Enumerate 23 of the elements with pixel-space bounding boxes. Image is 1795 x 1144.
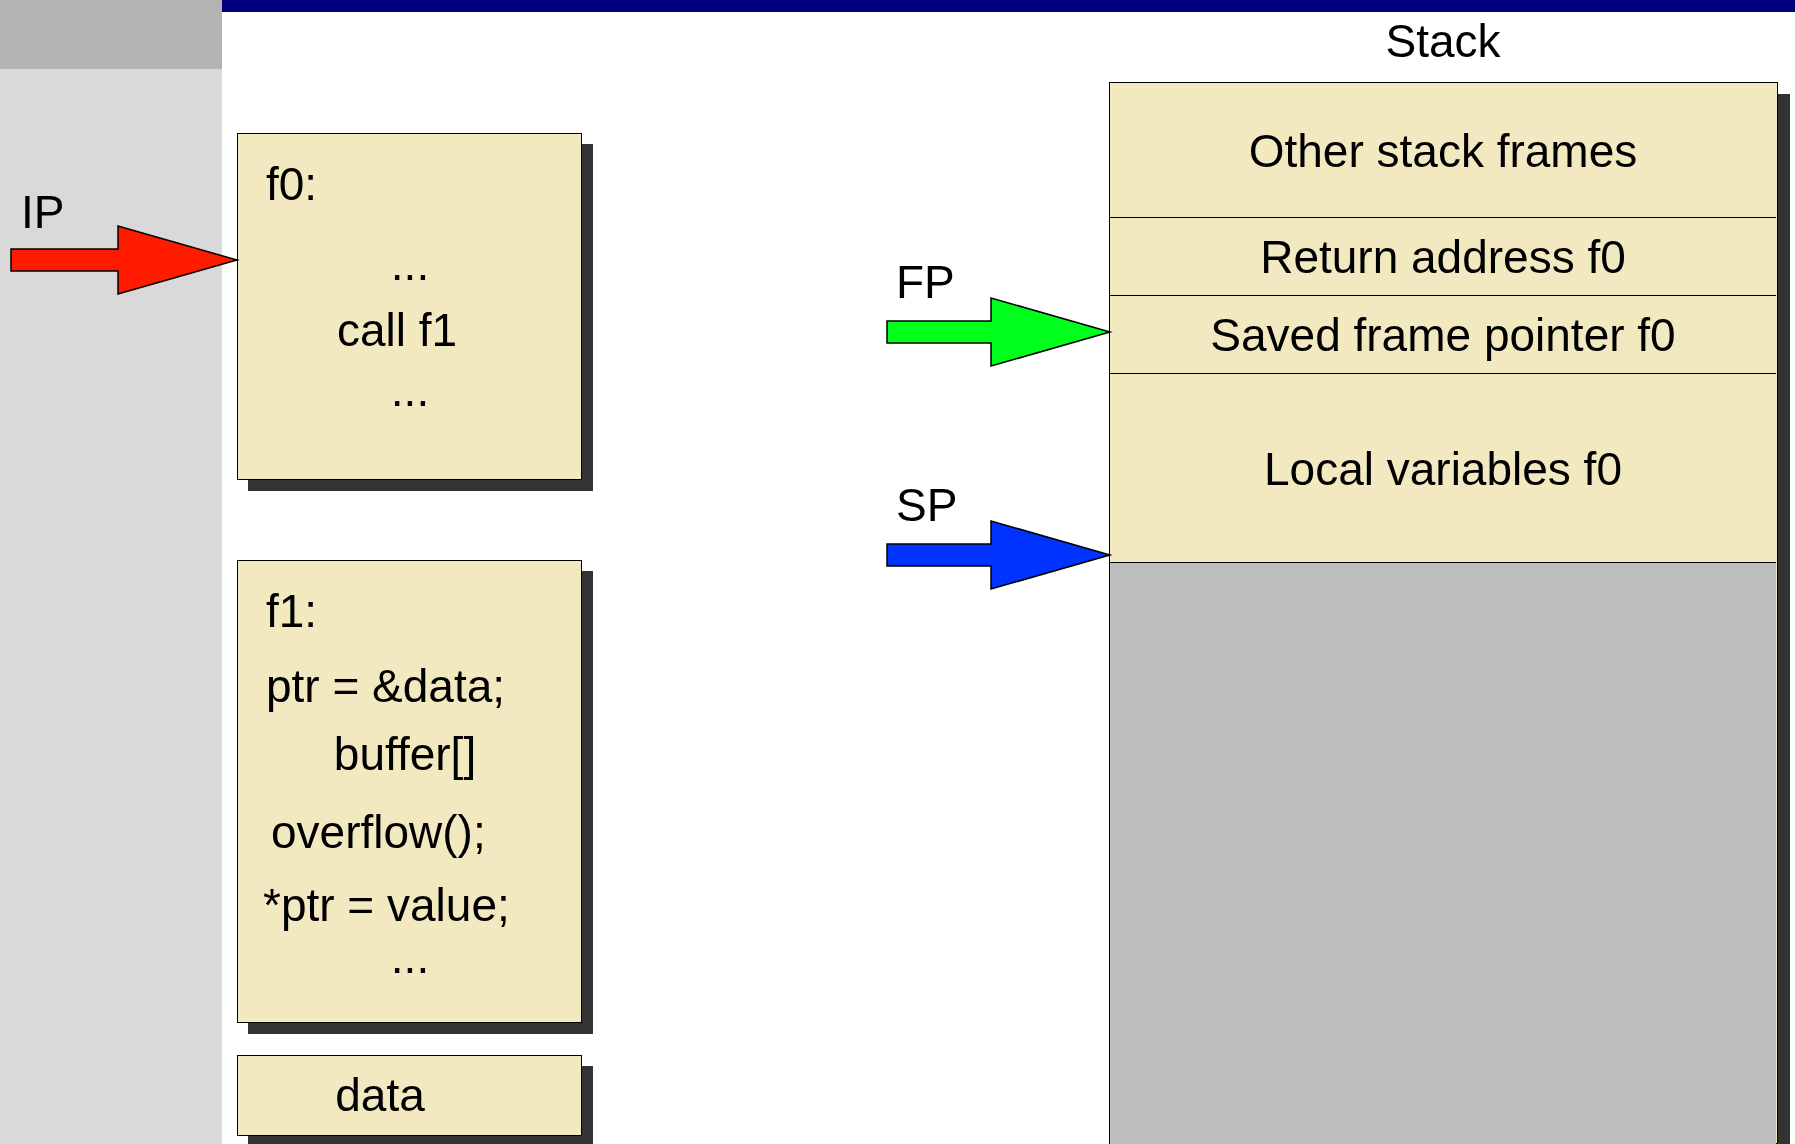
frame-label: Local variables f0 <box>1263 442 1623 495</box>
frame-label: Return address f0 <box>1259 231 1627 283</box>
code-line: ... <box>390 238 430 290</box>
frame-label: Saved frame pointer f0 <box>1209 309 1677 361</box>
code-line: ... <box>390 931 430 983</box>
edge-label: SP <box>896 479 958 531</box>
code-line: *ptr = value; <box>263 879 510 931</box>
code-line: f0: <box>266 158 318 210</box>
code-line: f1: <box>266 585 318 637</box>
pointer-arrow <box>10 225 240 295</box>
code-line: data <box>335 1069 425 1121</box>
code-line: overflow(); <box>271 806 486 858</box>
stack-title: Stack <box>1385 15 1501 67</box>
edge-label: FP <box>896 256 955 308</box>
code-line: ptr = &data; <box>266 660 506 712</box>
free-stack-area <box>1110 563 1776 1144</box>
frame-label: Other stack frames <box>1247 124 1639 177</box>
pointer-arrow <box>886 297 1113 367</box>
pointer-arrow <box>886 520 1113 590</box>
code-line: call f1 <box>336 304 458 356</box>
code-line: ... <box>390 364 430 416</box>
code-line: buffer[] <box>333 728 477 780</box>
edge-label: IP <box>21 186 65 238</box>
